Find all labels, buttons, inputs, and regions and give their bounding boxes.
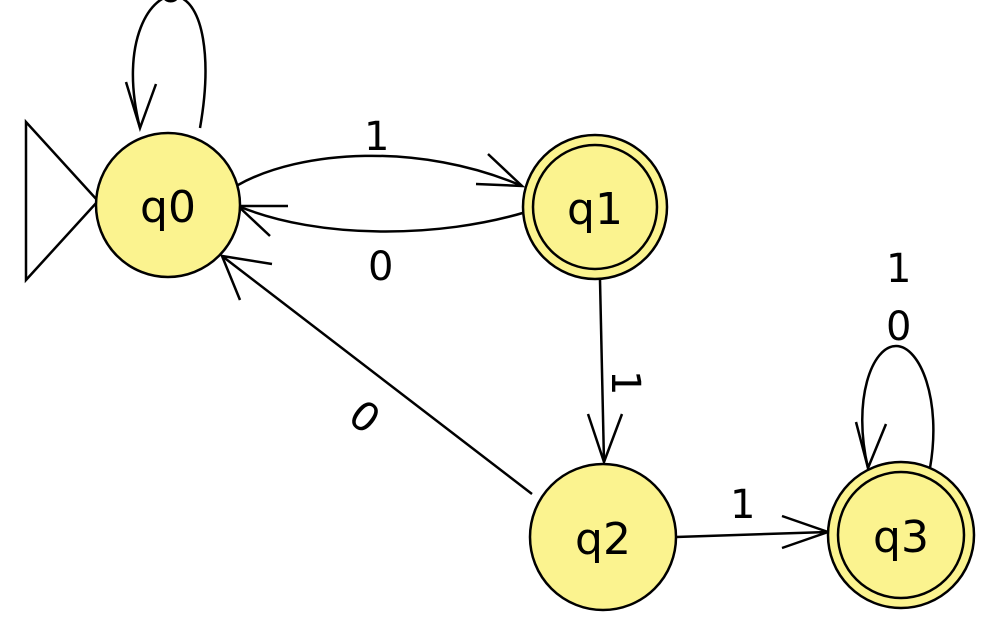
state-q0-circle	[94, 131, 242, 279]
state-q3-label: q3	[873, 512, 929, 563]
transition-q2-q0-arrowhead-icon	[220, 254, 273, 301]
state-q3-accepting-ring	[836, 470, 966, 600]
state-q2-circle	[528, 462, 678, 612]
transition-q2-q0: 0	[220, 254, 533, 495]
transition-q1-q0-label: 0	[368, 244, 393, 290]
state-q2: q2	[528, 462, 678, 612]
transition-q1-q0-edge	[237, 204, 527, 233]
transition-q3-q3-arrowhead-icon	[854, 421, 888, 472]
state-q0: q0	[94, 131, 242, 279]
transition-q3-q3-label-a: 1	[886, 246, 911, 292]
transition-q1-q2-label: 1	[602, 370, 648, 395]
transition-q1-q2-arrowhead-icon	[586, 413, 624, 466]
transition-q2-q3: 1	[675, 482, 832, 550]
transition-q1-q2-edge	[598, 279, 606, 463]
start-state-marker-icon	[24, 118, 100, 284]
state-q0-label: q0	[140, 182, 196, 233]
state-q2-label: q2	[575, 514, 631, 565]
state-q1-circle	[521, 133, 669, 281]
transition-q0-q1-arrowhead-icon	[475, 153, 526, 188]
transition-q1-q2: 1	[586, 279, 648, 466]
state-q3-circle	[826, 460, 976, 610]
transition-q2-q3-label: 1	[730, 482, 755, 528]
transition-q3-q3-edge	[861, 344, 935, 469]
state-q1-accepting-ring	[531, 143, 659, 271]
transition-q0-q1: 1	[237, 114, 526, 188]
transition-q0-q0-arrowhead-icon	[124, 81, 158, 132]
transition-q2-q3-edge	[675, 530, 829, 539]
transition-q0-q0-edge	[131, 0, 207, 129]
state-q1-label: q1	[567, 184, 623, 235]
state-q1: q1	[521, 133, 669, 281]
transition-q0-q0-label: 0	[158, 0, 183, 12]
transition-q3-q3-label-b: 0	[886, 304, 911, 350]
transition-q1-q0: 0	[234, 204, 527, 290]
transition-q2-q0-label: 0	[340, 392, 388, 444]
transition-q3-q3: 1 0	[854, 246, 935, 472]
transition-q0-q1-label: 1	[364, 114, 389, 160]
transition-q0-q1-edge	[237, 154, 523, 188]
transition-q2-q0-edge	[221, 255, 533, 495]
state-q3: q3	[826, 460, 976, 610]
transition-q0-q0: 0	[124, 0, 207, 132]
